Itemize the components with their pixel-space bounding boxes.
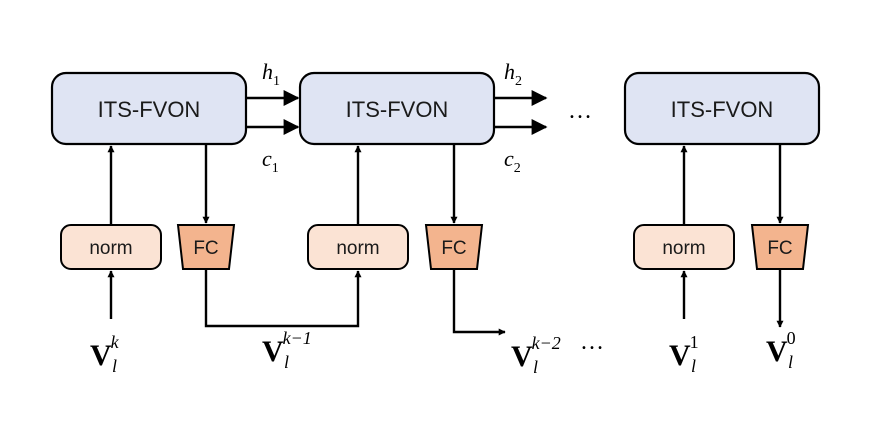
label-v1: V1 bbox=[669, 332, 699, 372]
norm-label-2: norm bbox=[336, 238, 379, 259]
label-vk1: Vk−1 bbox=[262, 328, 312, 368]
fc-block-3: FC bbox=[750, 224, 810, 270]
fc-label-3: FC bbox=[767, 238, 792, 259]
label-c1: c1 bbox=[262, 146, 279, 176]
label-h2: h2 bbox=[504, 59, 522, 89]
label-vk: Vk bbox=[90, 332, 120, 372]
norm-block-1: norm bbox=[60, 224, 162, 270]
fc-label-2: FC bbox=[441, 238, 466, 259]
fc-block-2: FC bbox=[424, 224, 484, 270]
its-fvon-block-3: ITS-FVON bbox=[623, 71, 821, 146]
its-fvon-block-1: ITS-FVON bbox=[50, 71, 248, 146]
label-vk-sub: l bbox=[112, 356, 117, 376]
label-v0: V0 bbox=[766, 328, 796, 368]
ellipsis-bottom: … bbox=[580, 329, 604, 355]
fc-label-1: FC bbox=[193, 238, 218, 259]
its-fvon-label-1: ITS-FVON bbox=[98, 97, 201, 122]
ellipsis-top: … bbox=[568, 98, 592, 124]
norm-label-3: norm bbox=[662, 238, 705, 259]
norm-block-2: norm bbox=[307, 224, 409, 270]
label-vk2: Vk−2 bbox=[511, 333, 561, 373]
label-c2: c2 bbox=[504, 146, 521, 176]
label-vk2-sub: l bbox=[533, 357, 538, 377]
norm-block-3: norm bbox=[633, 224, 735, 270]
connector-fc1-to-norm2 bbox=[204, 269, 362, 328]
its-fvon-label-3: ITS-FVON bbox=[671, 97, 774, 122]
its-fvon-label-2: ITS-FVON bbox=[346, 97, 449, 122]
arrow-fc2-output bbox=[452, 269, 506, 336]
fc-block-1: FC bbox=[176, 224, 236, 270]
label-h1: h1 bbox=[262, 59, 280, 89]
its-fvon-block-2: ITS-FVON bbox=[298, 71, 496, 146]
label-v0-sub: l bbox=[788, 352, 793, 372]
norm-label-1: norm bbox=[89, 238, 132, 259]
label-v1-sub: l bbox=[691, 356, 696, 376]
label-vk1-sub: l bbox=[284, 352, 289, 372]
